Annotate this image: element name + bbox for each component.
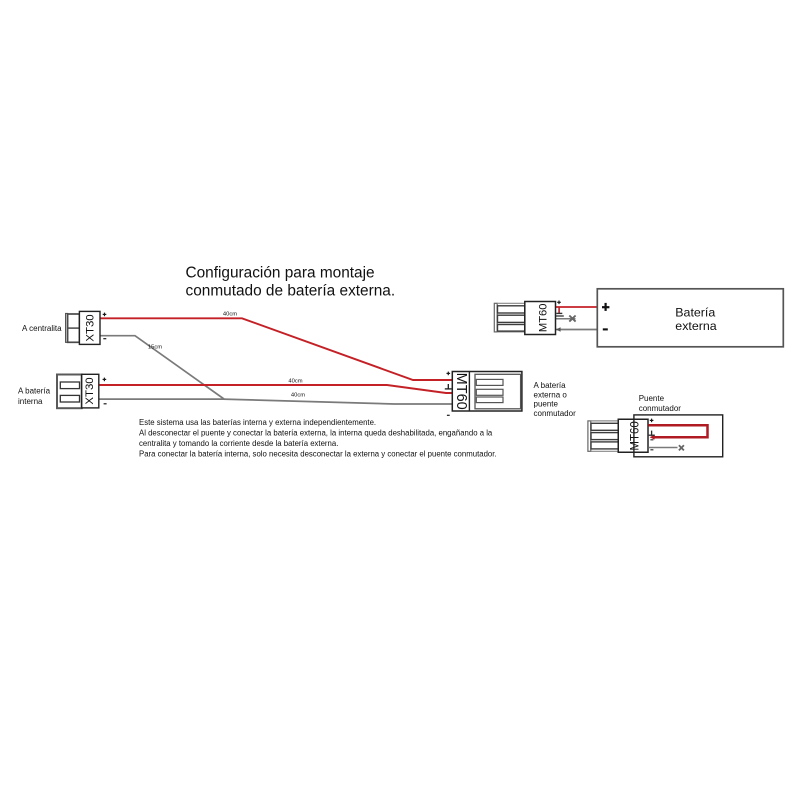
svg-text:A centralita: A centralita <box>22 324 62 333</box>
svg-text:Para conectar la batería inter: Para conectar la batería interna, solo n… <box>139 449 497 458</box>
svg-text:Al desconectar el puente y con: Al desconectar el puente y conectar la b… <box>139 429 493 438</box>
svg-text:40cm: 40cm <box>288 378 302 384</box>
svg-text:XT30: XT30 <box>85 314 97 341</box>
svg-text:40cm: 40cm <box>223 312 237 318</box>
svg-text:Batería: Batería <box>675 306 715 320</box>
svg-text:XT30: XT30 <box>84 377 96 404</box>
svg-text:15cm: 15cm <box>148 345 162 351</box>
svg-text:A batería: A batería <box>18 387 51 396</box>
svg-text:40cm: 40cm <box>291 392 305 398</box>
svg-text:Puente: Puente <box>639 394 665 403</box>
svg-text:centralita y tomando la corrie: centralita y tomando la corriente desde … <box>139 439 338 448</box>
svg-text:Este sistema usa las baterías: Este sistema usa las baterías interna y … <box>139 418 376 427</box>
svg-text:MT60: MT60 <box>537 303 549 332</box>
svg-text:interna: interna <box>18 397 43 406</box>
svg-text:MT60: MT60 <box>453 373 469 410</box>
svg-text:A batería: A batería <box>534 381 567 390</box>
svg-text:puente: puente <box>534 400 559 409</box>
svg-text:externa: externa <box>675 319 716 333</box>
svg-text:conmutador: conmutador <box>534 409 577 418</box>
svg-text:conmutador: conmutador <box>639 404 682 413</box>
svg-text:conmutado de batería externa.: conmutado de batería externa. <box>186 283 396 300</box>
svg-text:MT60: MT60 <box>629 421 641 450</box>
svg-text:externa o: externa o <box>534 390 568 399</box>
svg-text:Configuración para montaje: Configuración para montaje <box>186 265 375 282</box>
